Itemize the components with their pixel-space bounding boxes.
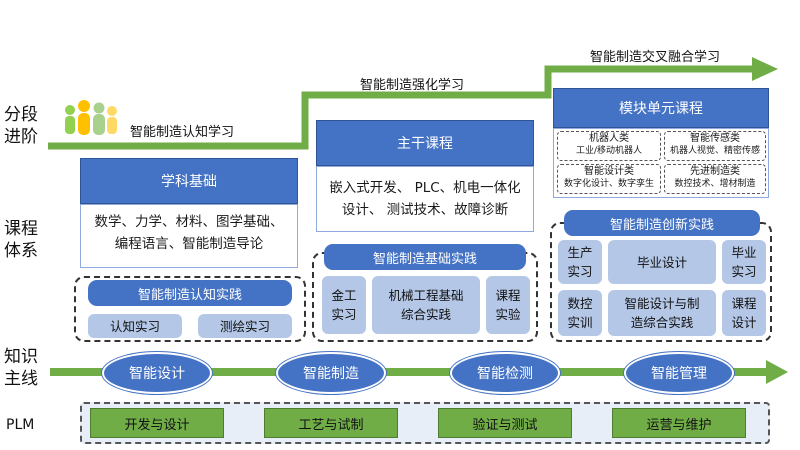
col1-item-1: 认知实习 xyxy=(88,314,182,338)
col3-item-3: 毕业 实习 xyxy=(722,240,766,284)
module-sensing: 智能传感类机器人视觉、精密传感 xyxy=(664,131,766,161)
col2-item-3: 课程 实验 xyxy=(486,276,530,334)
plm-stage-3: 验证与测试 xyxy=(438,408,572,438)
plm-stage-4: 运营与维护 xyxy=(612,408,746,438)
col3-item-1: 生产 实习 xyxy=(558,240,602,284)
col1-item-2: 测绘实习 xyxy=(198,314,292,338)
module-design: 智能设计类数字化设计、数字孪生 xyxy=(557,164,661,194)
knowledge-node-1: 智能设计 xyxy=(102,352,212,394)
module-robotics: 机器人类工业/移动机器人 xyxy=(557,131,661,161)
col3-header: 模块单元课程 xyxy=(553,88,769,128)
col2-item-1: 金工 实习 xyxy=(322,276,366,334)
stage-label-3: 智能制造交叉融合学习 xyxy=(590,50,721,65)
col3-item-2: 毕业设计 xyxy=(608,240,716,284)
module-manufacturing: 先进制造类数控技术、增材制造 xyxy=(664,164,766,194)
col2-practice-title: 智能制造基础实践 xyxy=(324,244,526,270)
col3-item-4: 数控 实训 xyxy=(558,290,602,336)
stage-label-1: 智能制造认知学习 xyxy=(130,125,235,140)
col1-body: 数学、力学、材料、图学基础、编程语言、智能制造导论 xyxy=(80,204,298,268)
col3-practice-title: 智能制造创新实践 xyxy=(564,210,760,236)
knowledge-node-4: 智能管理 xyxy=(624,352,734,394)
col3-item-6: 课程 设计 xyxy=(722,290,766,336)
knowledge-node-3: 智能检测 xyxy=(450,352,560,394)
plm-stage-2: 工艺与试制 xyxy=(264,408,398,438)
col2-header: 主干课程 xyxy=(316,120,534,166)
knowledge-node-2: 智能制造 xyxy=(276,352,386,394)
row-label-stages: 分段 进阶 xyxy=(4,105,38,147)
col3-item-5: 智能设计与制 造综合实践 xyxy=(608,290,716,336)
stage-staircase-arrow xyxy=(48,57,778,150)
row-label-plm: PLM xyxy=(6,417,35,433)
col1-practice-title: 智能制造认知实践 xyxy=(88,280,292,306)
col2-body: 嵌入式开发、 PLC、机电一体化设计、 测试技术、故障诊断 xyxy=(316,166,534,232)
col2-item-2: 机械工程基础 综合实践 xyxy=(372,276,480,334)
stage-label-2: 智能制造强化学习 xyxy=(360,78,465,93)
col1-practice-frame xyxy=(74,276,306,342)
knowledge-arrow xyxy=(50,360,788,384)
people-icon xyxy=(65,100,117,135)
row-label-curriculum: 课程 体系 xyxy=(4,219,38,261)
plm-stage-1: 开发与设计 xyxy=(90,408,224,438)
col1-header: 学科基础 xyxy=(80,158,298,204)
row-label-knowledge: 知识 主线 xyxy=(4,347,38,389)
